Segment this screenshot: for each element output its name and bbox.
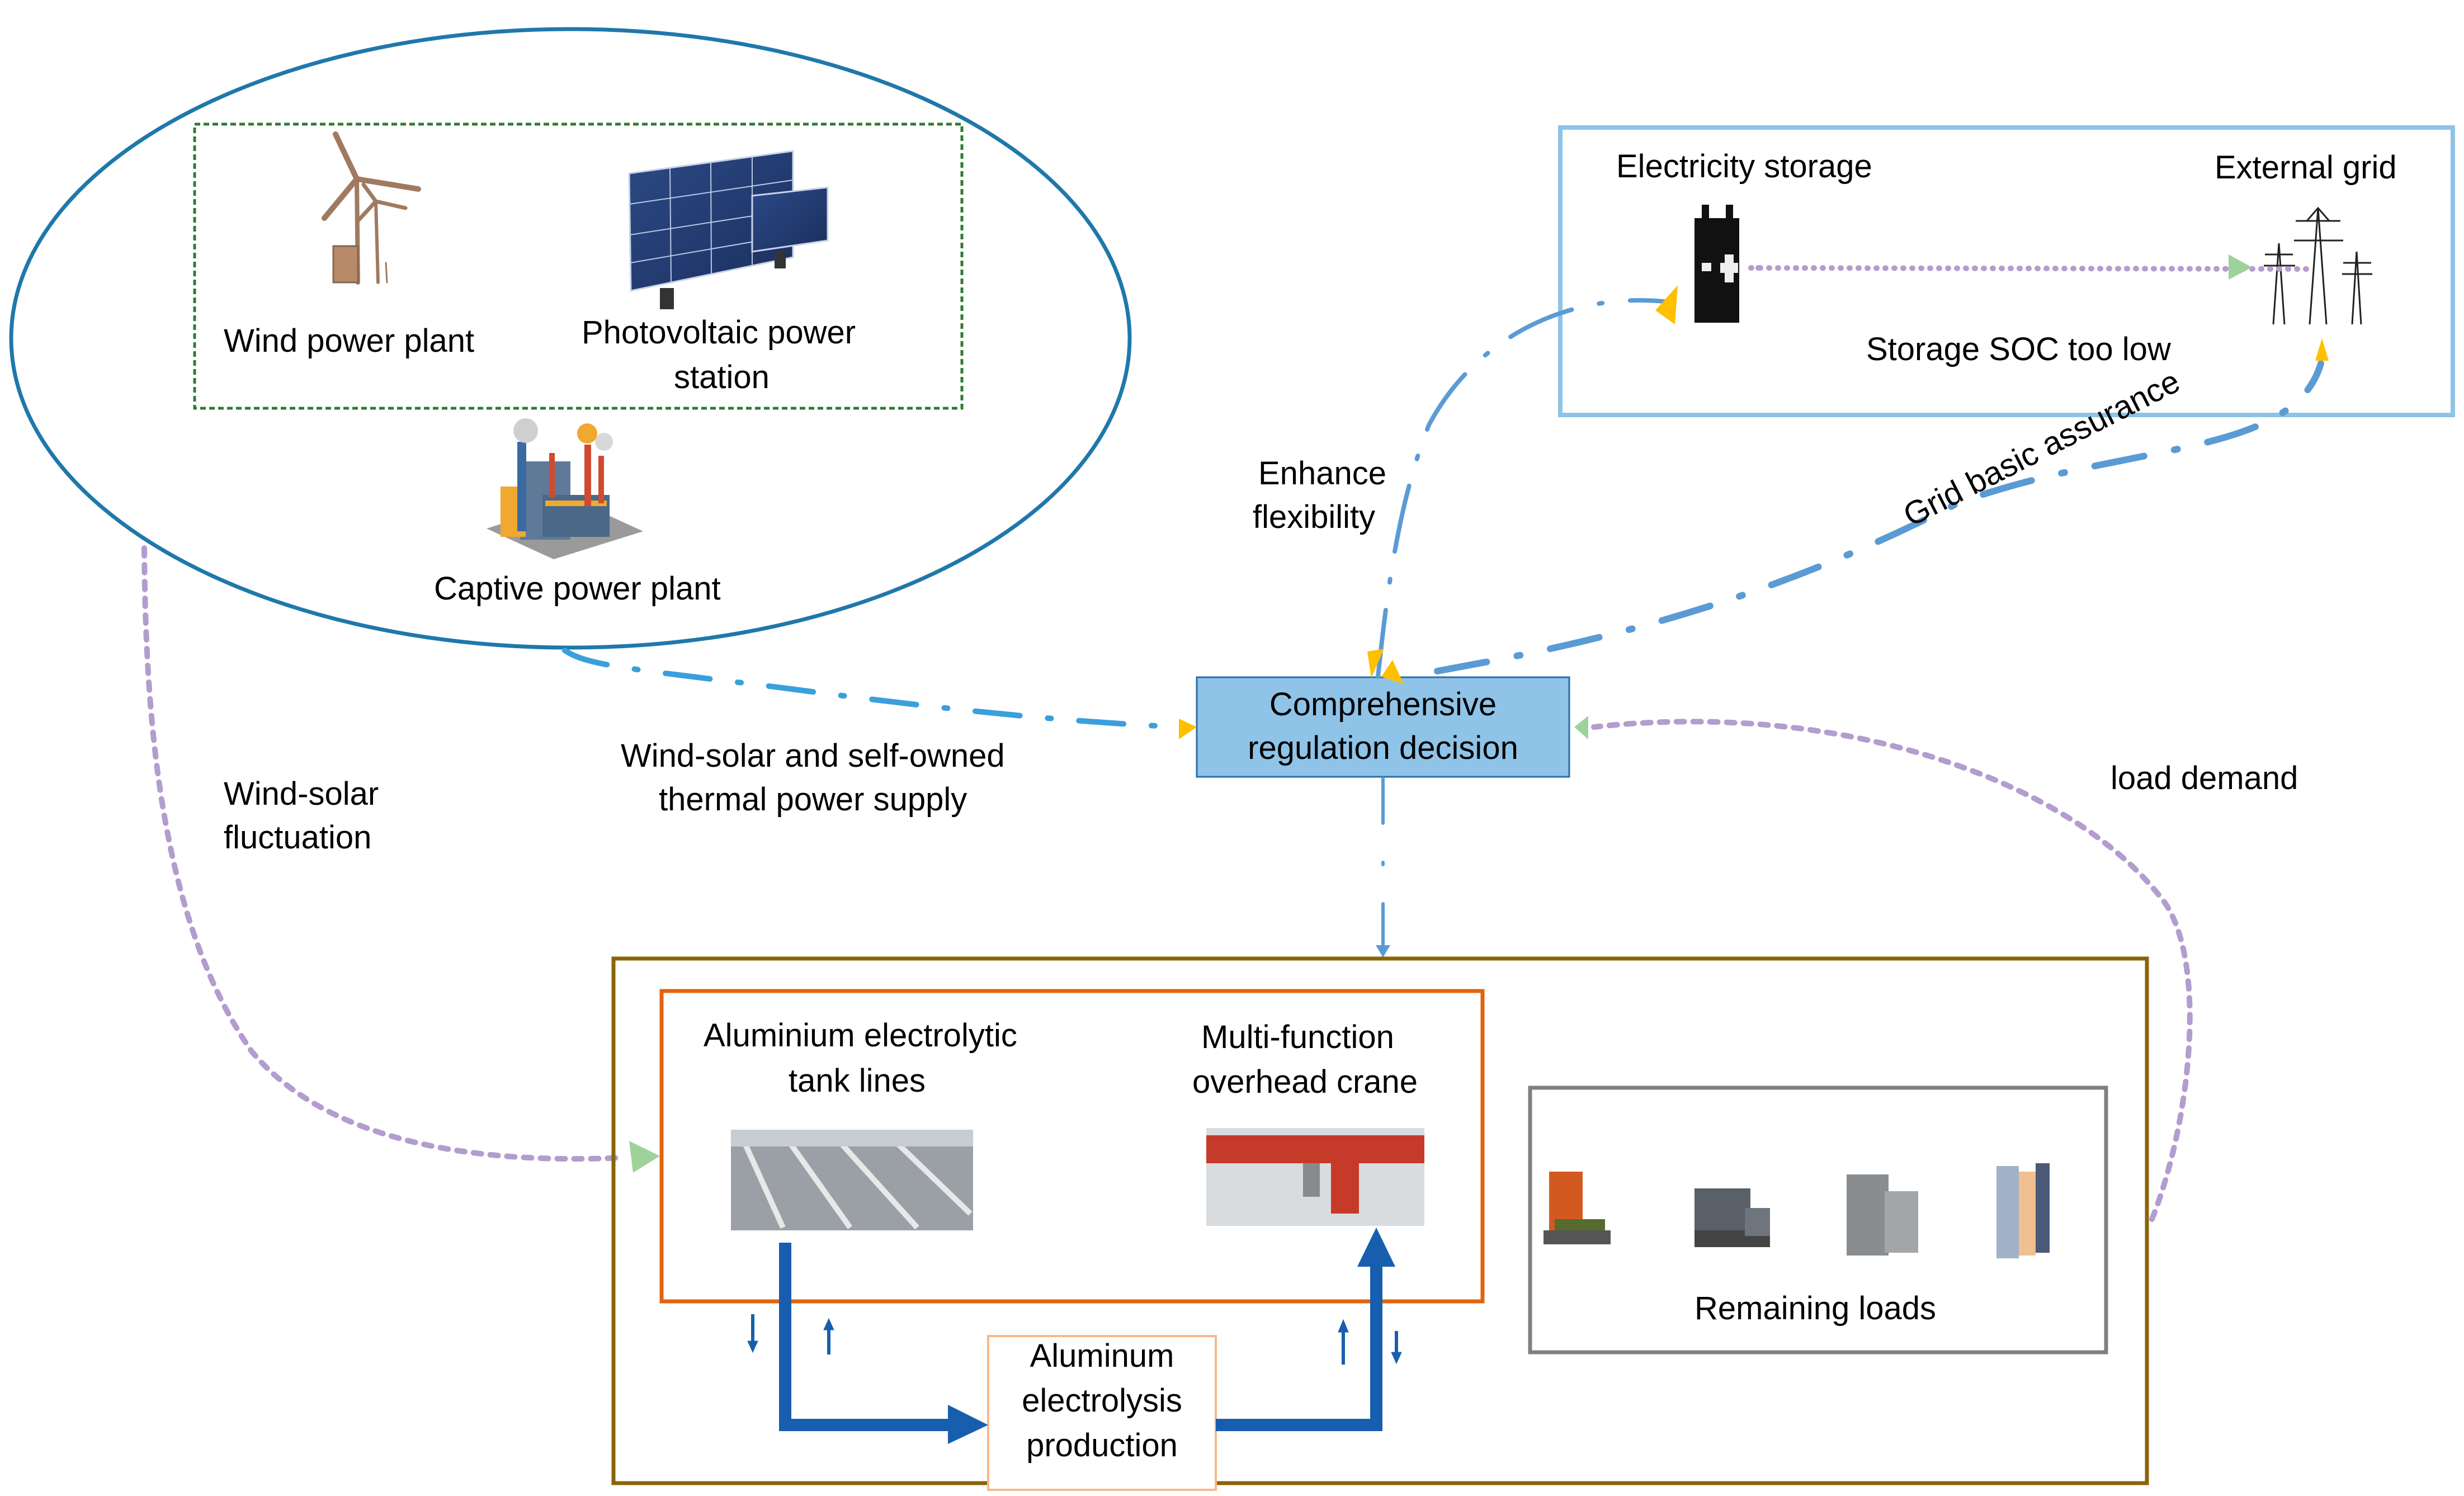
production-label-line3: production bbox=[1026, 1427, 1178, 1464]
enhance-flexibility-label-line2: flexibility bbox=[1253, 499, 1376, 535]
supply-arrowhead bbox=[1179, 719, 1197, 739]
electricity-storage-label: Electricity storage bbox=[1616, 148, 1872, 185]
decision-arrowhead-grid bbox=[1381, 660, 1404, 684]
storage-to-grid-edge bbox=[1750, 265, 2312, 272]
solar-panel-icon bbox=[628, 150, 829, 309]
enhance-flexibility-edge bbox=[1376, 298, 1672, 679]
fluctuation-edge bbox=[141, 545, 626, 1162]
supply-label-line1: Wind-solar and self-owned bbox=[621, 738, 1005, 774]
production-label-line1: Aluminum bbox=[1030, 1338, 1174, 1374]
renewables-dashed-box bbox=[193, 122, 964, 410]
plant-outer-box bbox=[611, 956, 2149, 1485]
tank-lines-label-line2: tank lines bbox=[789, 1063, 926, 1099]
load-demand-edge bbox=[1591, 719, 2193, 1222]
grid-assurance-edge bbox=[1434, 360, 2324, 674]
overhead-crane-image bbox=[1206, 1128, 1424, 1226]
decision-arrowhead-flex bbox=[1367, 649, 1384, 678]
fluctuation-label-line1: Wind-solar bbox=[224, 776, 379, 812]
remaining-loads-icons bbox=[1543, 1163, 2050, 1258]
supply-edge bbox=[562, 648, 1183, 730]
remaining-loads-box bbox=[1528, 1086, 2108, 1355]
supply-label-line2: thermal power supply bbox=[659, 781, 967, 818]
production-label-line2: electrolysis bbox=[1022, 1382, 1182, 1419]
soc-label: Storage SOC too low bbox=[1866, 331, 2171, 367]
production-flow bbox=[779, 1228, 1395, 1444]
fluctuation-label-line2: fluctuation bbox=[224, 819, 372, 856]
transmission-tower-icon bbox=[2264, 206, 2372, 325]
wind-power-plant-label: Wind power plant bbox=[224, 323, 475, 359]
factory-icon bbox=[487, 418, 643, 559]
enhance-flexibility-label-line1: Enhance bbox=[1258, 455, 1386, 492]
wind-turbine-icon bbox=[322, 131, 421, 285]
battery-icon bbox=[1694, 205, 1739, 323]
decision-label-line1: Comprehensive bbox=[1269, 686, 1497, 723]
small-flow-arrows bbox=[747, 1314, 1402, 1365]
captive-plant-label: Captive power plant bbox=[434, 570, 721, 607]
storage-arrowhead bbox=[1655, 285, 1678, 324]
crane-label-line2: overhead crane bbox=[1192, 1064, 1418, 1100]
tank-lines-image bbox=[731, 1130, 973, 1230]
decision-box bbox=[1196, 676, 1570, 778]
load-demand-label: load demand bbox=[2111, 760, 2298, 796]
storage-grid-box bbox=[1558, 125, 2455, 417]
core-process-box bbox=[659, 989, 1485, 1304]
plant-arrowhead bbox=[1376, 945, 1390, 957]
crane-label-line1: Multi-function bbox=[1201, 1019, 1394, 1055]
tank-lines-label-line1: Aluminium electrolytic bbox=[704, 1017, 1017, 1054]
load-demand-arrowhead bbox=[1574, 716, 1588, 739]
decision-label-line2: regulation decision bbox=[1248, 730, 1518, 766]
grid-arrowhead bbox=[2229, 254, 2252, 280]
grid-assurance-arrowhead-top bbox=[2315, 338, 2329, 361]
pv-station-label-line2: station bbox=[674, 359, 770, 395]
generation-ellipse bbox=[9, 27, 1132, 650]
external-grid-label: External grid bbox=[2215, 149, 2397, 186]
fluctuation-arrowhead bbox=[629, 1141, 660, 1173]
production-box bbox=[987, 1335, 1217, 1491]
pv-station-label-line1: Photovoltaic power bbox=[582, 314, 856, 351]
remaining-loads-label: Remaining loads bbox=[1694, 1290, 1937, 1327]
